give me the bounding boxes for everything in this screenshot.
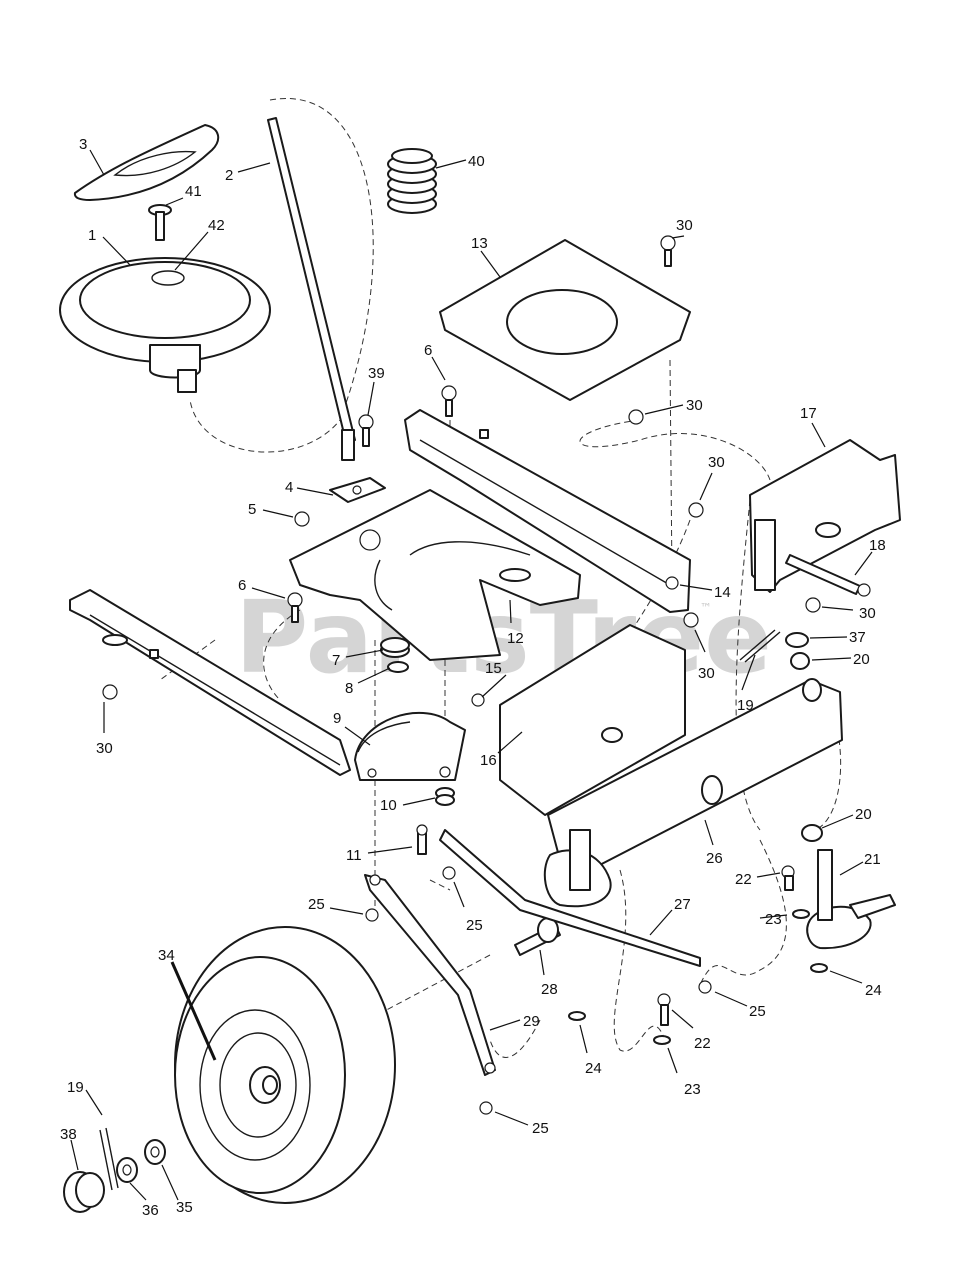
callout-21: 21 — [864, 851, 881, 868]
callout-25a: 25 — [308, 896, 325, 913]
callout-34: 34 — [158, 947, 175, 964]
callout-8: 8 — [345, 680, 353, 697]
callout-14: 14 — [714, 584, 731, 601]
callout-27: 27 — [674, 896, 691, 913]
bolt-part-11 — [416, 824, 428, 855]
callout-19b: 19 — [67, 1079, 84, 1096]
frame-rail-left-part — [69, 589, 351, 776]
callout-30e: 30 — [698, 665, 715, 682]
callout-7: 7 — [332, 652, 340, 669]
callout-4: 4 — [285, 479, 293, 496]
bolt-part-18 — [785, 554, 871, 597]
bolt-part-41 — [148, 204, 172, 241]
wheel-assembly-part — [174, 926, 396, 1204]
callout-18: 18 — [869, 537, 886, 554]
callout-35: 35 — [176, 1199, 193, 1216]
callout-23b: 23 — [684, 1081, 701, 1098]
callout-22b: 22 — [694, 1035, 711, 1052]
callout-30b: 30 — [676, 217, 693, 234]
spindle-left-part — [514, 829, 612, 956]
bellows-part — [387, 148, 437, 214]
callout-1: 1 — [88, 227, 96, 244]
callout-20b: 20 — [855, 806, 872, 823]
lower-bracket-part — [499, 624, 686, 816]
callout-19a: 19 — [737, 697, 754, 714]
frame-rail-upper-part — [404, 409, 691, 613]
callout-24b: 24 — [585, 1060, 602, 1077]
callout-29: 29 — [523, 1013, 540, 1030]
wheel-hardware — [63, 1127, 166, 1213]
steering-cap-part — [73, 124, 220, 201]
callout-24a: 24 — [865, 982, 882, 999]
callout-15: 15 — [485, 660, 502, 677]
callout-9: 9 — [333, 710, 341, 727]
spindle-right-part — [806, 849, 896, 950]
callout-10: 10 — [380, 797, 397, 814]
callout-26: 26 — [706, 850, 723, 867]
pivot-bracket-part — [329, 477, 386, 503]
steering-wheel-part — [59, 257, 271, 393]
callout-30f: 30 — [859, 605, 876, 622]
callout-30a: 30 — [96, 740, 113, 757]
steering-shaft-part — [267, 117, 356, 461]
callout-13: 13 — [471, 235, 488, 252]
side-bracket-part — [749, 439, 901, 593]
callout-6a: 6 — [424, 342, 432, 359]
callout-17: 17 — [800, 405, 817, 422]
callout-5: 5 — [248, 501, 256, 518]
callout-40: 40 — [468, 153, 485, 170]
callout-30d: 30 — [708, 454, 725, 471]
callout-22a: 22 — [735, 871, 752, 888]
callout-39: 39 — [368, 365, 385, 382]
drag-link-part — [364, 874, 496, 1076]
callout-6b: 6 — [238, 577, 246, 594]
callout-41: 41 — [185, 183, 202, 200]
callout-25c: 25 — [749, 1003, 766, 1020]
callout-36: 36 — [142, 1202, 159, 1219]
callouts: 1 2 3 4 5 6 6 7 8 9 10 11 12 13 14 15 16 — [60, 136, 886, 1219]
callout-25b: 25 — [466, 917, 483, 934]
dash-plate-part — [439, 239, 691, 401]
steering-plate-part — [289, 489, 581, 661]
callout-25d: 25 — [532, 1120, 549, 1137]
callout-2: 2 — [225, 167, 233, 184]
watermark: PartsTree — [235, 579, 772, 696]
callout-23a: 23 — [765, 911, 782, 928]
callout-38: 38 — [60, 1126, 77, 1143]
callout-37: 37 — [849, 629, 866, 646]
callout-28: 28 — [541, 981, 558, 998]
watermark-trademark: ™ — [700, 601, 712, 615]
callout-30c: 30 — [686, 397, 703, 414]
callout-3: 3 — [79, 136, 87, 153]
tie-rod-part — [439, 829, 701, 967]
sector-gear-part — [354, 712, 466, 781]
callout-42: 42 — [208, 217, 225, 234]
hardware — [102, 235, 828, 1115]
cotter-pin-part-upper — [739, 629, 781, 663]
callout-12: 12 — [507, 630, 524, 647]
callout-11: 11 — [346, 847, 362, 864]
callout-20a: 20 — [853, 651, 870, 668]
bushing-part-10 — [435, 787, 455, 806]
callout-16: 16 — [480, 752, 497, 769]
